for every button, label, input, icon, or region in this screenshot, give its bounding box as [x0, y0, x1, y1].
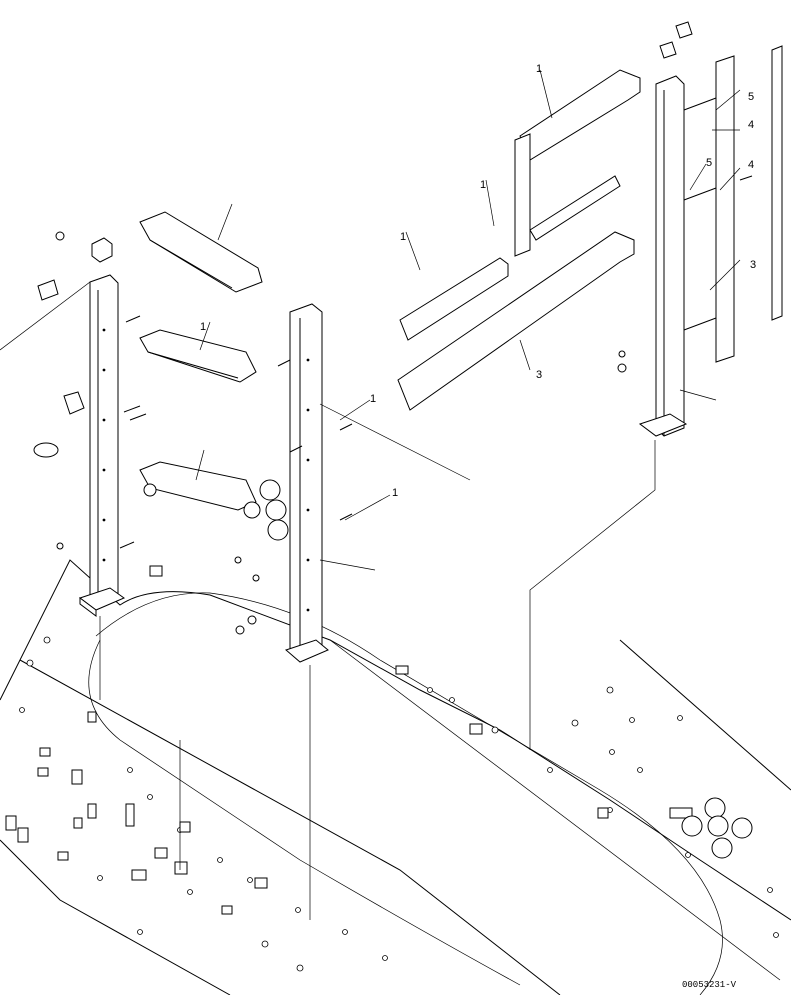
- lower-bracket: [139, 461, 257, 511]
- callout-labels: 1 1 1 1 5 4 5 4 3 3 1 1: [200, 63, 756, 499]
- callout-label: 1: [536, 63, 542, 75]
- callout-label: 3: [750, 259, 756, 271]
- left-small-parts: [33, 231, 163, 577]
- callout-label: 4: [748, 119, 754, 131]
- centre-post: [285, 303, 329, 663]
- callout-label: 5: [748, 91, 754, 103]
- callout-label: 1: [400, 231, 406, 243]
- callout-label: 1: [200, 321, 206, 333]
- left-post: [78, 274, 126, 617]
- callout-label: 1: [370, 393, 376, 405]
- right-rear-frame: [397, 21, 783, 437]
- upper-bracket: [139, 211, 263, 293]
- hex-nut-group: [243, 479, 289, 541]
- floor-fittings: [5, 665, 693, 915]
- leader-lines: [0, 69, 781, 981]
- callout-label: 4: [748, 159, 754, 171]
- middle-bracket: [139, 329, 257, 383]
- callout-label: 5: [706, 157, 712, 169]
- callout-label: 1: [480, 179, 486, 191]
- base-frame: [0, 559, 791, 995]
- callout-label: 1: [392, 487, 398, 499]
- callout-label: 3: [536, 369, 542, 381]
- cap-nut-cluster: [681, 797, 753, 859]
- drawing-code: 00053231-V: [682, 980, 737, 990]
- bolts-left: [119, 315, 353, 635]
- floor-holes: [19, 636, 779, 972]
